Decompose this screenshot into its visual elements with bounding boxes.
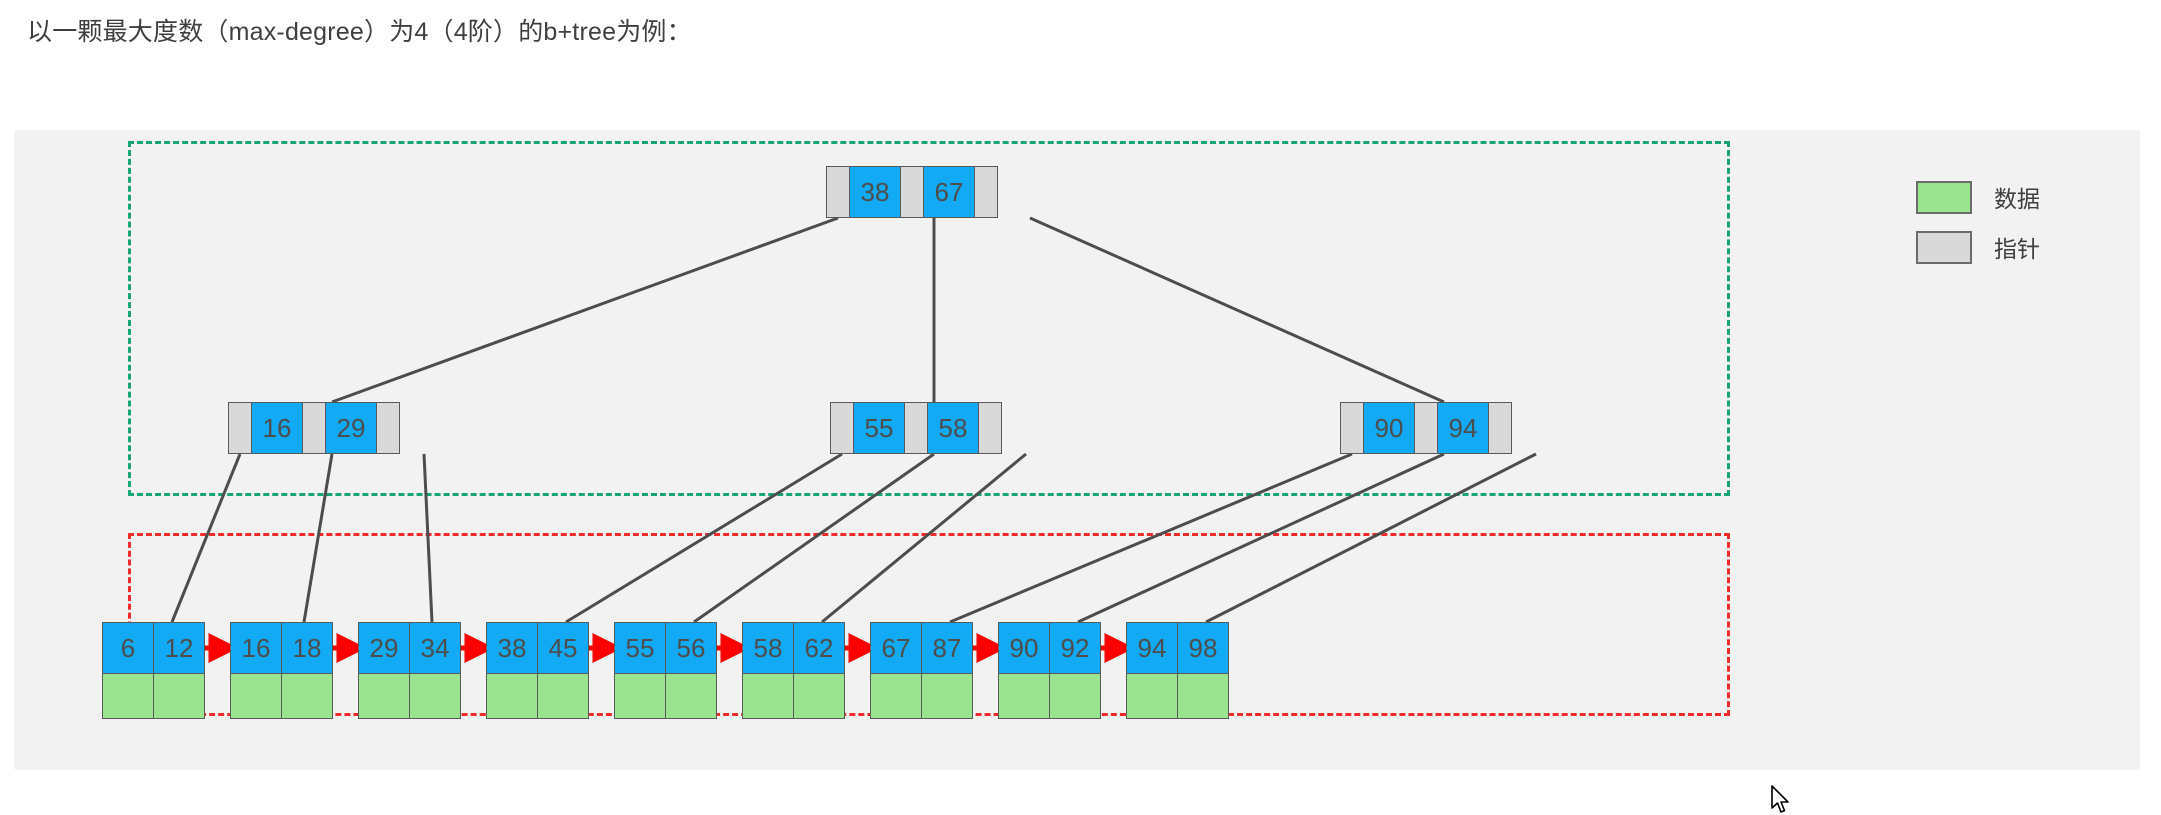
data-cell xyxy=(1049,673,1101,719)
key-cell: 58 xyxy=(742,622,794,674)
leaf-node-7[interactable]: 67 87 xyxy=(870,622,973,719)
key-cell: 6 xyxy=(102,622,154,674)
key-cell: 92 xyxy=(1049,622,1101,674)
legend-item-data: 数据 xyxy=(1916,180,2040,214)
pointer-cell xyxy=(904,402,928,454)
pointer-cell xyxy=(900,166,924,218)
root-node[interactable]: 38 67 xyxy=(826,166,998,218)
data-cell xyxy=(614,673,666,719)
pointer-cell xyxy=(228,402,252,454)
key-cell: 16 xyxy=(230,622,282,674)
key-cell: 94 xyxy=(1437,402,1489,454)
data-cell xyxy=(102,673,154,719)
key-cell: 90 xyxy=(998,622,1050,674)
leaf-data-row xyxy=(742,673,845,719)
data-cell xyxy=(281,673,333,719)
leaf-data-row xyxy=(486,673,589,719)
leaf-data-row xyxy=(998,673,1101,719)
pointer-cell xyxy=(1340,402,1364,454)
leaf-data-row xyxy=(358,673,461,719)
key-cell: 18 xyxy=(281,622,333,674)
key-cell: 98 xyxy=(1177,622,1229,674)
data-cell xyxy=(409,673,461,719)
leaf-key-row: 58 62 xyxy=(742,622,845,674)
key-cell: 87 xyxy=(921,622,973,674)
internal-node-2[interactable]: 55 58 xyxy=(830,402,1002,454)
key-cell: 29 xyxy=(325,402,377,454)
legend-label: 指针 xyxy=(1994,236,2040,262)
leaf-data-row xyxy=(1126,673,1229,719)
key-cell: 38 xyxy=(486,622,538,674)
data-cell xyxy=(1177,673,1229,719)
mouse-pointer-icon xyxy=(1771,785,1789,813)
key-cell: 67 xyxy=(923,166,975,218)
data-cell xyxy=(153,673,205,719)
key-cell: 94 xyxy=(1126,622,1178,674)
legend: 数据 指针 xyxy=(1916,180,2040,280)
key-cell: 67 xyxy=(870,622,922,674)
data-cell xyxy=(537,673,589,719)
key-cell: 38 xyxy=(849,166,901,218)
legend-label: 数据 xyxy=(1994,186,2040,212)
pointer-cell xyxy=(1488,402,1512,454)
data-cell xyxy=(486,673,538,719)
legend-item-pointer: 指针 xyxy=(1916,230,2040,264)
diagram-canvas: 38 67 16 29 55 58 90 94 6 12 xyxy=(14,130,2140,813)
page-caption: 以一颗最大度数（max-degree）为4（4阶）的b+tree为例： xyxy=(27,18,692,46)
key-cell: 58 xyxy=(927,402,979,454)
leaf-node-5[interactable]: 55 56 xyxy=(614,622,717,719)
leaf-key-row: 90 92 xyxy=(998,622,1101,674)
key-cell: 12 xyxy=(153,622,205,674)
leaf-node-8[interactable]: 90 92 xyxy=(998,622,1101,719)
leaf-key-row: 94 98 xyxy=(1126,622,1229,674)
leaf-key-row: 38 45 xyxy=(486,622,589,674)
leaf-node-3[interactable]: 29 34 xyxy=(358,622,461,719)
pointer-swatch xyxy=(1916,230,1972,264)
leaf-key-row: 16 18 xyxy=(230,622,333,674)
data-cell xyxy=(230,673,282,719)
key-cell: 56 xyxy=(665,622,717,674)
leaf-data-row xyxy=(870,673,973,719)
data-cell xyxy=(665,673,717,719)
data-cell xyxy=(921,673,973,719)
leaf-node-4[interactable]: 38 45 xyxy=(486,622,589,719)
key-cell: 90 xyxy=(1363,402,1415,454)
key-cell: 55 xyxy=(853,402,905,454)
leaf-key-row: 67 87 xyxy=(870,622,973,674)
internal-node-3[interactable]: 90 94 xyxy=(1340,402,1512,454)
leaf-data-row xyxy=(230,673,333,719)
key-cell: 29 xyxy=(358,622,410,674)
leaf-data-row xyxy=(614,673,717,719)
internal-node-1[interactable]: 16 29 xyxy=(228,402,400,454)
data-cell xyxy=(793,673,845,719)
leaf-key-row: 29 34 xyxy=(358,622,461,674)
pointer-cell xyxy=(974,166,998,218)
key-cell: 62 xyxy=(793,622,845,674)
pointer-cell xyxy=(978,402,1002,454)
leaf-key-row: 55 56 xyxy=(614,622,717,674)
pointer-cell xyxy=(302,402,326,454)
pointer-cell xyxy=(376,402,400,454)
pointer-cell xyxy=(830,402,854,454)
data-swatch xyxy=(1916,180,1972,214)
key-cell: 34 xyxy=(409,622,461,674)
leaf-node-1[interactable]: 6 12 xyxy=(102,622,205,719)
leaf-node-6[interactable]: 58 62 xyxy=(742,622,845,719)
leaf-data-row xyxy=(102,673,205,719)
data-cell xyxy=(358,673,410,719)
key-cell: 16 xyxy=(251,402,303,454)
data-cell xyxy=(1126,673,1178,719)
pointer-cell xyxy=(826,166,850,218)
key-cell: 45 xyxy=(537,622,589,674)
data-cell xyxy=(998,673,1050,719)
key-cell: 55 xyxy=(614,622,666,674)
leaf-node-9[interactable]: 94 98 xyxy=(1126,622,1229,719)
data-cell xyxy=(870,673,922,719)
leaf-key-row: 6 12 xyxy=(102,622,205,674)
data-cell xyxy=(742,673,794,719)
leaf-node-2[interactable]: 16 18 xyxy=(230,622,333,719)
pointer-cell xyxy=(1414,402,1438,454)
